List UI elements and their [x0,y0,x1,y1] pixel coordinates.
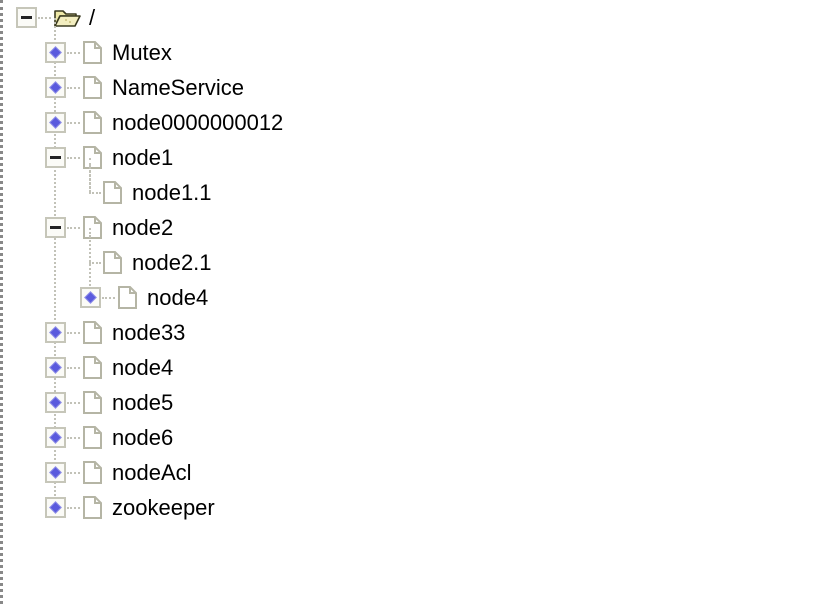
tree-node-row[interactable]: node6 [3,420,838,455]
file-icon [83,216,102,239]
connector-stub [67,401,80,404]
file-icon [83,426,102,449]
connector-stub [67,86,80,89]
tree-node-row[interactable]: node5 [3,385,838,420]
file-icon [103,251,122,274]
elbow-connector-icon [80,235,101,273]
tree-node-label: Mutex [112,39,172,65]
tree-node-row[interactable]: node2 [3,210,838,245]
connector-stub [67,156,80,159]
tree-node: nodeAcl [3,455,838,490]
connector-stub [67,471,80,474]
tree-node: node1.1 [3,165,838,210]
connector-stub [67,51,80,54]
tree-node-row[interactable]: nodeAcl [3,455,838,490]
tree-node-label: node5 [112,389,174,415]
tree-children-list: node1.1 [3,158,838,210]
tree-node-row[interactable]: node4 [3,280,838,315]
tree-node-row[interactable]: Mutex [3,35,838,70]
connector-stub [67,366,80,369]
diamond-box-icon[interactable] [45,77,66,98]
tree-node-label: / [89,4,96,30]
tree-node: node5 [3,385,838,420]
tree-node-row[interactable]: node0000000012 [3,105,838,140]
tree-node: node2 node2.1 node4 [3,210,838,315]
tree-children-list: node2.1 node4 [3,228,838,315]
tree-node-row[interactable]: node4 [3,350,838,385]
file-icon [118,286,137,309]
tree-node: Mutex [3,35,838,70]
file-icon [103,181,122,204]
minus-box-icon[interactable] [45,147,66,168]
diamond-box-icon[interactable] [45,462,66,483]
diamond-box-icon[interactable] [45,392,66,413]
tree-node-label: node0000000012 [112,109,284,135]
connector-stub [67,226,80,229]
connector-stub [102,296,115,299]
tree-node-row[interactable]: node1.1 [3,165,838,210]
tree-node-row[interactable]: node1 [3,140,838,175]
tree-node: node1 node1.1 [3,140,838,210]
connector-stub [67,506,80,509]
file-icon [83,321,102,344]
tree-node: NameService [3,70,838,105]
tree-node-label: NameService [112,74,245,100]
tree-node: node4 [3,280,838,315]
tree-node: node4 [3,350,838,385]
tree-node-label: zookeeper [112,494,215,520]
tree-node-label: node4 [112,354,174,380]
tree-node-label: node2 [112,214,174,240]
tree-node-row[interactable]: node33 [3,315,838,350]
tree-node: node33 [3,315,838,350]
file-icon [83,41,102,64]
minus-box-icon[interactable] [16,7,37,28]
folder-open-icon [54,7,81,29]
file-icon [83,76,102,99]
tree-node-row[interactable]: node2.1 [3,235,838,280]
diamond-box-icon[interactable] [80,287,101,308]
tree-node-row[interactable]: zookeeper [3,490,838,525]
tree-node-label: node1.1 [132,179,212,205]
diamond-box-icon[interactable] [45,322,66,343]
tree-node: zookeeper [3,490,838,525]
tree-node-label: node4 [147,284,209,310]
file-icon [83,461,102,484]
diamond-box-icon[interactable] [45,42,66,63]
tree-node-label: node33 [112,319,186,345]
tree-node: node6 [3,420,838,455]
minus-box-icon[interactable] [45,217,66,238]
tree-node: node2.1 [3,235,838,280]
file-icon [83,391,102,414]
connector-stub [38,16,51,19]
diamond-box-icon[interactable] [45,357,66,378]
file-icon [83,111,102,134]
file-icon [83,146,102,169]
tree-node-label: node6 [112,424,174,450]
tree-node-row[interactable]: / [3,0,838,35]
diamond-box-icon[interactable] [45,427,66,448]
tree-node-row[interactable]: NameService [3,70,838,105]
connector-stub [67,436,80,439]
file-icon [83,356,102,379]
tree-node: node0000000012 [3,105,838,140]
tree-node-label: nodeAcl [112,459,192,485]
diamond-box-icon[interactable] [45,112,66,133]
file-icon [83,496,102,519]
diamond-box-icon[interactable] [45,497,66,518]
tree-node-label: node2.1 [132,249,212,275]
connector-stub [67,121,80,124]
tree-node-label: node1 [112,144,174,170]
connector-stub [67,331,80,334]
elbow-connector-icon [80,165,101,203]
